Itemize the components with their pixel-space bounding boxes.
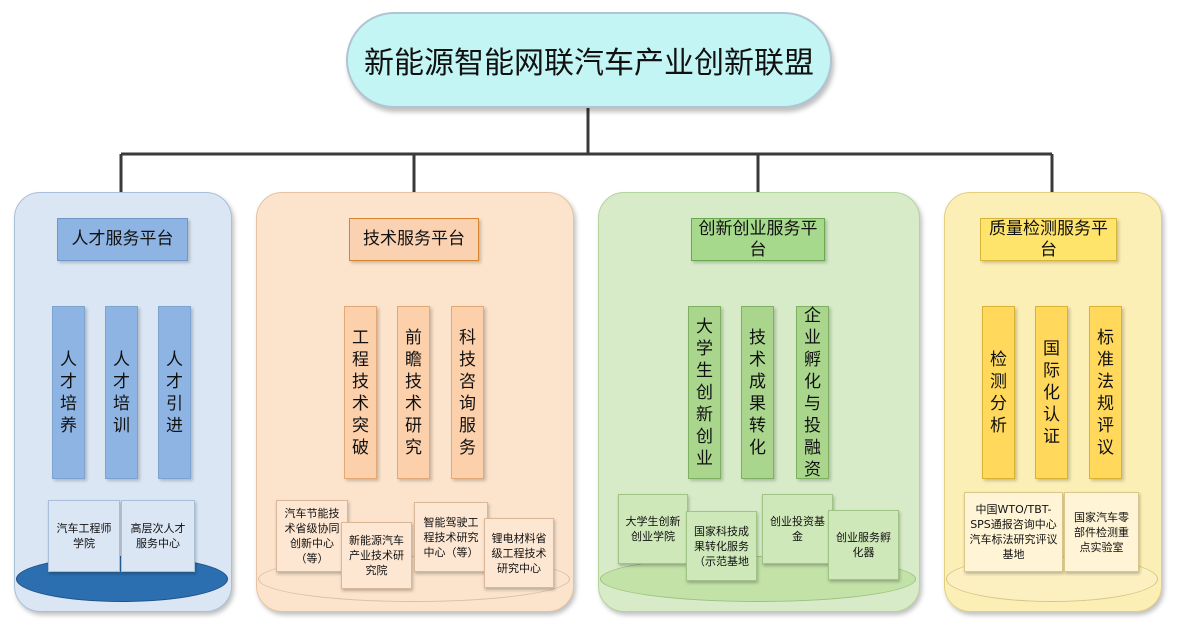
item-talent-course: 人才培训 [105,306,138,479]
inst-talent-center: 高层次人才服务中心 [121,500,195,572]
item-talent-training: 人才培养 [52,306,85,479]
inst-student-startup-college: 大学生创新创业学院 [618,494,688,564]
item-testing-analysis: 检测分析 [982,306,1015,479]
platform-quality: 质量检测服务平台 [980,218,1117,261]
item-engineering-breakthrough: 工程技术突破 [344,306,377,479]
inst-engineer-college: 汽车工程师学院 [48,500,120,572]
platform-talent: 人才服务平台 [57,218,188,261]
inst-parts-testing-lab: 国家汽车零部件检测重点实验室 [1064,492,1139,572]
item-frontier-research: 前瞻技术研究 [397,306,430,479]
inst-nev-institute: 新能源汽车产业技术研究院 [341,522,412,589]
inst-energy-saving-center: 汽车节能技术省级协同创新中心（等） [276,500,348,572]
item-tech-transfer: 技术成果转化 [741,306,774,479]
alliance-title: 新能源智能网联汽车产业创新联盟 [346,12,832,108]
inst-venture-fund: 创业投资基金 [762,494,833,564]
inst-smart-driving-center: 智能驾驶工程技术研究中心（等） [414,502,488,572]
item-international-cert: 国际化认证 [1035,306,1068,479]
item-talent-recruit: 人才引进 [158,306,191,479]
item-incubation-financing: 企业孵化与投融资 [796,306,829,480]
inst-wto-tbt-base: 中国WTO/TBT-SPS通报咨询中心汽车标法研究评议基地 [964,492,1063,572]
platform-tech: 技术服务平台 [349,218,479,261]
platform-startup: 创新创业服务平台 [691,218,825,261]
item-standards-review: 标准法规评议 [1089,306,1122,479]
item-consulting-service: 科技咨询服务 [451,306,484,479]
inst-incubator: 创业服务孵化器 [828,510,899,580]
inst-tech-transfer-base: 国家科技成果转化服务（示范基地 [686,511,757,581]
inst-lithium-center: 锂电材料省级工程技术研究中心 [484,518,554,588]
item-student-startup: 大学生创新创业 [688,306,721,479]
